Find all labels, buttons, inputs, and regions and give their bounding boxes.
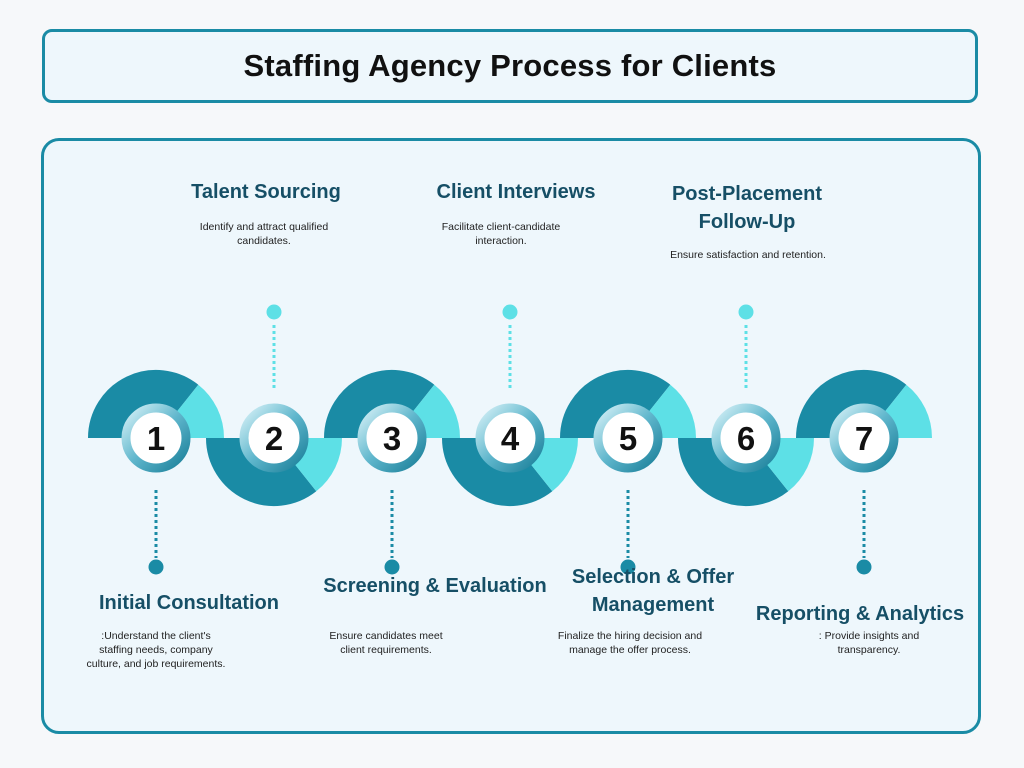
title-banner: Staffing Agency Process for Clients — [42, 29, 978, 103]
step-7-badge: 7 — [829, 403, 899, 473]
badge-center — [488, 416, 532, 460]
step-1-badge: 1 — [121, 403, 191, 473]
step-6-title-line1: Post-Placement — [671, 183, 823, 205]
wave-segment-dark — [88, 369, 199, 439]
step-4-title: Client Interviews — [436, 181, 596, 203]
wave-segment-dark — [678, 437, 789, 507]
connector-dot — [384, 559, 400, 575]
step-1-title: Initial Consultation — [99, 592, 279, 614]
badge-center — [606, 416, 650, 460]
step-6-description: Ensure satisfaction and retention. — [670, 249, 826, 261]
step-3-title: Screening & Evaluation — [323, 575, 547, 597]
wave-segment-light — [411, 384, 461, 439]
step-6-badge: 6 — [711, 403, 781, 473]
badge-center — [252, 416, 296, 460]
wave-segment-light — [883, 384, 933, 439]
page-title: Staffing Agency Process for Clients — [243, 48, 777, 83]
step-1-description: :Understand the client's staffing needs,… — [86, 630, 226, 670]
wave-segment-dark — [796, 369, 907, 439]
badge-center — [370, 416, 414, 460]
step-2-title: Talent Sourcing — [191, 181, 341, 203]
wave-segment-dark — [560, 369, 671, 439]
step-2-description: Identify and attract qualified candidate… — [199, 221, 329, 247]
wave-segment-dark — [206, 437, 317, 507]
wave-segment-light — [529, 437, 579, 492]
badge-number: 2 — [265, 420, 283, 457]
wave-segment-light — [765, 437, 815, 492]
wave-segment-light — [293, 437, 343, 492]
badge-number: 7 — [855, 420, 873, 457]
badge-number: 3 — [383, 420, 401, 457]
connector-dot — [148, 559, 164, 575]
badge-number: 4 — [501, 420, 520, 457]
step-5-title-line2: Management — [591, 594, 715, 616]
badge-ring — [711, 403, 781, 473]
connector-dot — [738, 304, 754, 320]
wave-segment-dark — [324, 369, 435, 439]
badge-number: 5 — [619, 420, 637, 457]
step-2-badge: 2 — [239, 403, 309, 473]
step-3-description: Ensure candidates meet client requiremen… — [329, 630, 443, 656]
badge-center — [134, 416, 178, 460]
wave-segment-dark — [442, 437, 553, 507]
step-5-description: Finalize the hiring decision and manage … — [557, 630, 703, 656]
step-5-title-line1: Selection & Offer — [571, 566, 735, 588]
connector-dot — [856, 559, 872, 575]
badge-ring — [121, 403, 191, 473]
step-6-title-line2: Follow-Up — [698, 211, 796, 233]
step-5-badge: 5 — [593, 403, 663, 473]
step-6-title: Post-Placement Follow-Up — [672, 180, 822, 236]
step-7-title: Reporting & Analytics — [755, 603, 965, 625]
badge-ring — [475, 403, 545, 473]
badge-ring — [239, 403, 309, 473]
step-7-description: : Provide insights and transparency. — [818, 630, 920, 656]
badge-number: 1 — [147, 420, 165, 457]
badge-center — [842, 416, 886, 460]
connector-dot — [502, 304, 518, 320]
step-4-description: Facilitate client-candidate interaction. — [441, 221, 561, 247]
badge-ring — [593, 403, 663, 473]
wave-segment-light — [647, 384, 697, 439]
badge-ring — [357, 403, 427, 473]
badge-number: 6 — [737, 420, 755, 457]
step-5-title: Selection & Offer Management — [572, 563, 734, 619]
connector-dot — [620, 559, 636, 575]
step-4-badge: 4 — [475, 403, 545, 473]
wave-segment-light — [175, 384, 225, 439]
connector-dot — [266, 304, 282, 320]
badge-ring — [829, 403, 899, 473]
badge-center — [724, 416, 768, 460]
step-3-badge: 3 — [357, 403, 427, 473]
